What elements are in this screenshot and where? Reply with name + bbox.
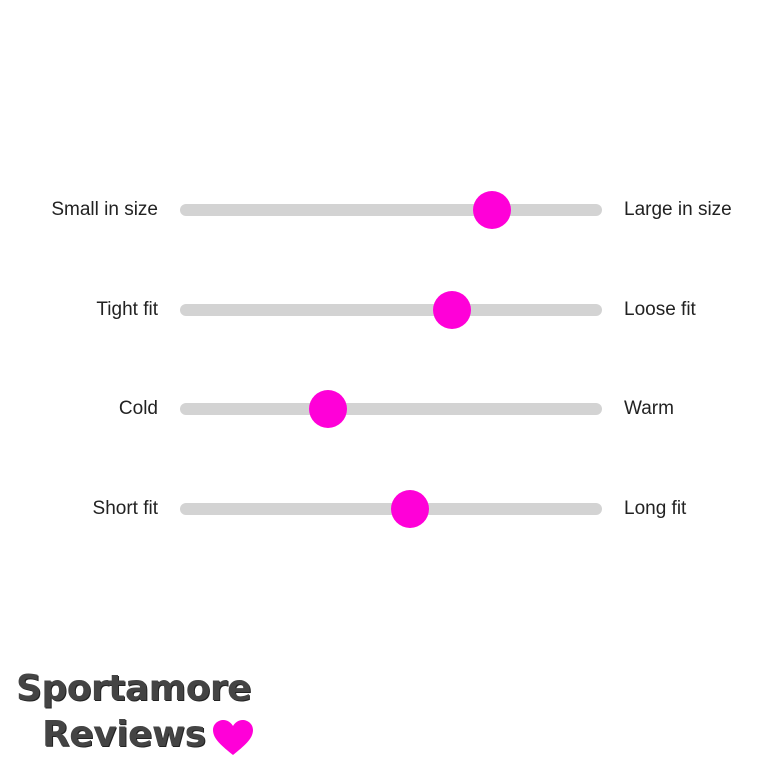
size-right-label: Large in size <box>624 199 732 220</box>
fit-left-label: Tight fit <box>96 299 158 320</box>
heart-shape <box>213 720 253 755</box>
warmth-right-label: Warm <box>624 398 674 419</box>
size-left-label: Small in size <box>51 199 158 220</box>
warmth-slider-knob[interactable] <box>308 390 347 428</box>
length-right-label: Long fit <box>624 498 687 519</box>
logo-reviews-text: Reviews <box>42 714 206 755</box>
size-slider-knob[interactable] <box>473 191 512 229</box>
length-slider-track[interactable] <box>180 490 602 528</box>
slider-row-size: Small in size Large in size <box>0 190 770 230</box>
fit-slider-track[interactable] <box>180 291 602 329</box>
length-left-label: Short fit <box>92 498 158 519</box>
sportamore-reviews-logo: Sportamore Reviews <box>16 668 276 758</box>
length-slider-knob[interactable] <box>390 490 429 528</box>
heart-icon <box>213 720 253 755</box>
warmth-left-label: Cold <box>118 398 158 419</box>
slider-row-fit: Tight fit Loose fit <box>0 290 770 330</box>
fit-slider-knob[interactable] <box>433 291 472 329</box>
slider-row-warmth: Cold Warm <box>0 389 770 429</box>
logo-brand-text: Sportamore <box>16 668 252 709</box>
warmth-slider-track[interactable] <box>180 390 602 428</box>
slider-row-length: Short fit Long fit <box>0 489 770 529</box>
fit-right-label: Loose fit <box>624 299 696 320</box>
size-slider-track[interactable] <box>180 191 602 229</box>
